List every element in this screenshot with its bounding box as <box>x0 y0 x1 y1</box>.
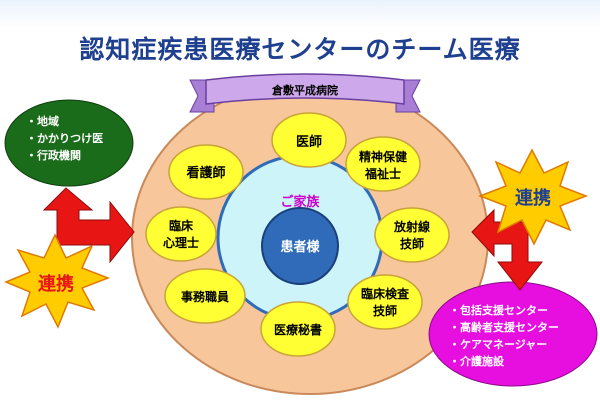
family-label: ご家族 <box>280 194 320 210</box>
left-collab-starburst: 連携 <box>4 233 111 329</box>
role-doctor: 医師 <box>271 112 347 168</box>
right-arrow <box>471 208 544 291</box>
hospital-banner-label: 倉敷平成病院 <box>271 83 338 97</box>
role-psychiatric-social-worker: 精神保健 福祉士 <box>345 136 421 192</box>
right-collab-starburst: 連携 <box>477 148 589 246</box>
right-item-2: ・高齢者支援センター <box>449 320 559 334</box>
role-lab-label-1: 臨床検査 <box>361 286 410 301</box>
patient-label: 患者様 <box>280 239 320 255</box>
role-doctor-label: 医師 <box>296 134 322 150</box>
role-lab-label-2: 技師 <box>373 303 397 318</box>
left-item-1: ・地域 <box>26 114 59 128</box>
role-office-label: 事務職員 <box>181 289 229 304</box>
role-office-staff: 事務職員 <box>164 268 246 324</box>
role-psw-label-1: 精神保健 <box>359 149 408 164</box>
role-psw-label-2: 福祉士 <box>364 166 401 181</box>
left-item-2: ・かかりつけ医 <box>26 132 103 145</box>
right-item-1: ・包括支援センター <box>449 303 548 317</box>
patient-circle <box>261 207 339 285</box>
role-nurse-label: 看護師 <box>186 165 225 181</box>
role-radiology-label-1: 放射線 <box>393 219 430 234</box>
right-collab-label: 連携 <box>515 187 551 209</box>
role-secretary-label: 医療秘書 <box>274 322 322 337</box>
right-item-4: ・介護施設 <box>449 354 505 368</box>
role-nurse: 看護師 <box>168 144 244 200</box>
role-psych-label-1: 臨床 <box>169 218 194 233</box>
page-title: 認知症疾患医療センターのチーム医療 <box>79 35 521 64</box>
role-clinical-lab-technician: 臨床検査 技師 <box>347 274 423 330</box>
left-group: ・地域 ・かかりつけ医 ・行政機関 <box>4 99 134 187</box>
role-psych-label-2: 心理士 <box>163 235 199 250</box>
right-item-3: ・ケアマネージャー <box>449 338 547 351</box>
role-clinical-psychologist: 臨床 心理士 <box>145 206 217 262</box>
left-collab-label: 連携 <box>38 273 74 295</box>
hospital-banner: 倉敷平成病院 <box>189 73 421 113</box>
left-item-3: ・行政機関 <box>26 148 81 162</box>
right-group: ・包括支援センター ・高齢者支援センター ・ケアマネージャー ・介護施設 <box>428 281 598 387</box>
role-medical-secretary: 医療秘書 <box>260 301 336 357</box>
left-arrow <box>42 187 135 264</box>
role-radiology-label-2: 技師 <box>400 236 424 251</box>
role-radiology-technician: 放射線 技師 <box>374 207 450 263</box>
